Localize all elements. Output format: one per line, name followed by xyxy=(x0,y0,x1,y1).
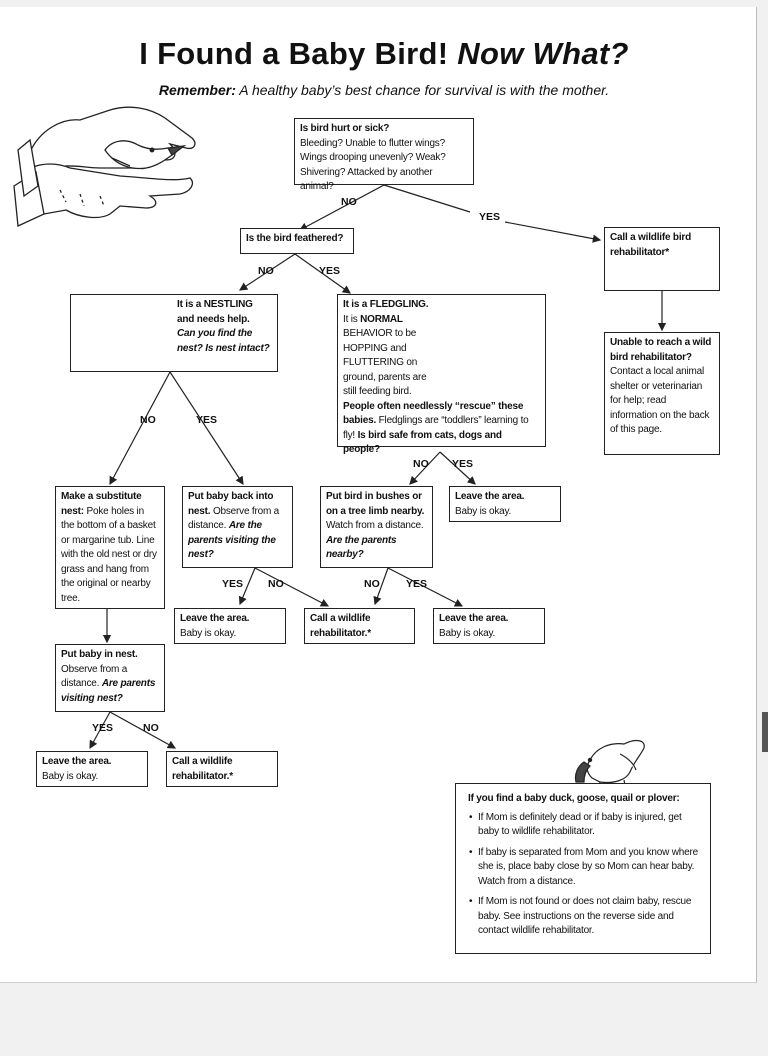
duck-info-heading: If you find a baby duck, goose, quail or… xyxy=(468,793,680,804)
node-heading: Leave the area. xyxy=(180,613,250,624)
node-call-rehabilitator-1: Call a wildlife rehabilitator.* xyxy=(304,608,415,644)
node-question: Are the parents nearby? xyxy=(326,534,397,561)
node-body: Contact a local animal shelter or veteri… xyxy=(610,366,710,435)
page-title: I Found a Baby Bird! Now What? xyxy=(0,36,768,72)
fledgling-line-4: FLUTTERING on xyxy=(343,357,418,368)
label-feathered-no: NO xyxy=(258,265,274,277)
title-emphasis: Now What? xyxy=(457,36,629,71)
node-body: Baby is okay. xyxy=(180,627,237,639)
node-leave-area-bushes: Leave the area. Baby is okay. xyxy=(433,608,545,644)
node-heading: Is the bird feathered? xyxy=(246,233,344,244)
node-heading: Call a wildlife rehabilitator.* xyxy=(172,756,233,782)
node-body: Observe from a distance. xyxy=(61,663,128,690)
node-leave-area-fledgling: Leave the area. Baby is okay. xyxy=(449,486,561,522)
node-heading: Put bird in bushes or on a tree limb nea… xyxy=(326,491,425,517)
fledgling-line-3: HOPPING and xyxy=(343,342,407,354)
label-feathered-yes: YES xyxy=(319,265,341,277)
node-question: Are the parents visiting the nest? xyxy=(188,520,276,560)
fledgling-line-2: BEHAVIOR to be xyxy=(343,328,417,339)
label-putback-yes: YES xyxy=(222,578,244,590)
node-bird-hurt: Is bird hurt or sick? Bleeding? Unable t… xyxy=(294,118,474,192)
node-body: Poke holes in the bottom of a basket or … xyxy=(61,505,157,604)
node-body: Baby is okay. xyxy=(439,627,496,639)
label-hurt-yes: YES xyxy=(479,211,501,223)
node-heading: Call a wildlife bird rehabilitator* xyxy=(610,232,692,258)
duck-info-item: If Mom is definitely dead or if baby is … xyxy=(469,811,700,840)
node-heading: Call a wildlife rehabilitator.* xyxy=(310,613,371,639)
duck-info-box: If you find a baby duck, goose, quail or… xyxy=(455,783,711,954)
node-put-baby-in-nest: Put baby in nest. Observe from a distanc… xyxy=(55,644,165,712)
node-heading: Unable to reach a wild bird rehabilitato… xyxy=(610,337,712,363)
node-nestling: It is a NESTLING and needs help. Can you… xyxy=(70,294,278,372)
hands-holding-bird-icon xyxy=(13,106,196,227)
fledgling-line-6: still feeding bird. xyxy=(343,386,412,397)
node-bird-feathered: Is the bird feathered? xyxy=(240,228,354,254)
node-question: Can you find the nest? Is nest intact? xyxy=(177,328,270,354)
node-heading: It is a NESTLING and needs help. xyxy=(177,299,253,325)
node-put-back-into-nest: Put baby back into nest. Observe from a … xyxy=(182,486,293,568)
label-bushes-no: NO xyxy=(364,578,380,590)
node-call-rehabilitator-2: Call a wildlife rehabilitator.* xyxy=(166,751,278,787)
node-leave-area-putback: Leave the area. Baby is okay. xyxy=(174,608,286,644)
node-fledgling: It is a FLEDGLING. It is NORMAL BEHAVIOR… xyxy=(337,294,546,455)
duck-info-item: If baby is separated from Mom and you kn… xyxy=(469,846,700,890)
label-hurt-no: NO xyxy=(341,196,357,208)
node-heading: Leave the area. xyxy=(455,491,525,502)
fledgling-line-5: ground, parents are xyxy=(343,371,427,383)
duckling-icon xyxy=(574,739,645,792)
node-call-bird-rehabilitator: Call a wildlife bird rehabilitator* xyxy=(604,227,720,291)
label-fledgling-no: NO xyxy=(413,458,429,470)
subtitle-lead: Remember: xyxy=(158,82,236,98)
node-body: Baby is okay. xyxy=(42,770,99,782)
node-heading: Is bird hurt or sick? xyxy=(300,123,390,134)
node-body: Watch from a distance. xyxy=(326,520,424,531)
node-unable-to-reach: Unable to reach a wild bird rehabilitato… xyxy=(604,332,720,455)
node-heading: Leave the area. xyxy=(439,613,509,624)
label-putnest-yes: YES xyxy=(92,722,114,734)
node-leave-area-nest: Leave the area. Baby is okay. xyxy=(36,751,148,787)
node-heading: Leave the area. xyxy=(42,756,112,767)
node-heading: It is a FLEDGLING. xyxy=(343,299,429,310)
viewer-scroll-edge xyxy=(762,712,768,752)
node-body: Bleeding? Unable to flutter wings? Wings… xyxy=(300,137,446,193)
label-nestling-yes: YES xyxy=(196,414,218,426)
duck-info-item: If Mom is not found or does not claim ba… xyxy=(469,895,700,939)
node-heading: Put baby back into nest. xyxy=(188,491,274,517)
node-put-in-bushes: Put bird in bushes or on a tree limb nea… xyxy=(320,486,433,568)
page-subtitle: Remember: A healthy baby’s best chance f… xyxy=(0,82,768,98)
node-heading: Put baby in nest. xyxy=(61,649,138,660)
label-fledgling-yes: YES xyxy=(452,458,474,470)
label-bushes-yes: YES xyxy=(406,578,428,590)
duck-info-list: If Mom is definitely dead or if baby is … xyxy=(468,811,700,939)
label-putnest-no: NO xyxy=(143,722,159,734)
node-question: Are parents visiting nest? xyxy=(61,678,156,704)
subtitle-text: A healthy baby’s best chance for surviva… xyxy=(239,82,610,98)
node-body: Baby is okay. xyxy=(455,505,512,517)
fledgling-line-1: It is NORMAL xyxy=(343,313,403,325)
fledgling-line-7: People often needlessly “rescue” these b… xyxy=(343,400,529,456)
node-heading: Make a substitute nest: xyxy=(61,491,142,517)
node-body: Observe from a distance. xyxy=(188,505,280,532)
label-putback-no: NO xyxy=(268,578,284,590)
title-main: I Found a Baby Bird! xyxy=(139,36,449,71)
label-nestling-no: NO xyxy=(140,414,156,426)
node-substitute-nest: Make a substitute nest: Poke holes in th… xyxy=(55,486,165,609)
